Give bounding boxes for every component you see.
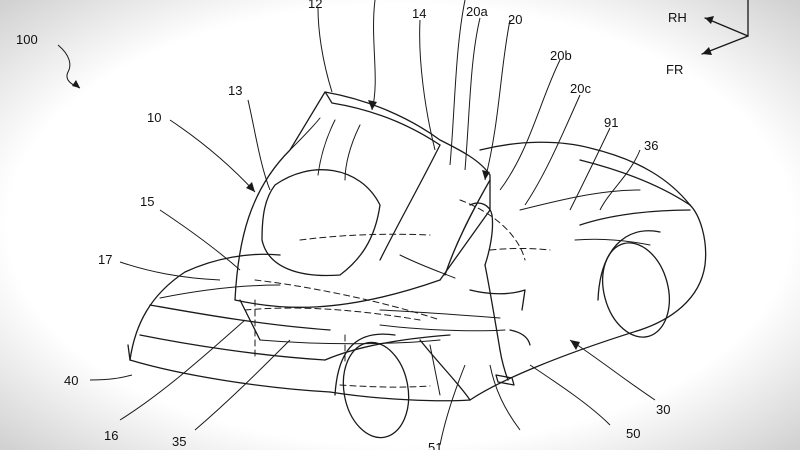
occupant-figure bbox=[379, 202, 531, 386]
canopy bbox=[234, 91, 491, 345]
ref-30: 30 bbox=[656, 402, 670, 417]
ref-20a: 20a bbox=[466, 4, 488, 19]
ref-20: 20 bbox=[508, 12, 522, 27]
rh-label: RH bbox=[668, 10, 687, 25]
ref-50: 50 bbox=[626, 426, 640, 441]
ref-91: 91 bbox=[604, 115, 618, 130]
direction-indicator: RH FR bbox=[666, 0, 749, 77]
ref-16: 16 bbox=[104, 428, 118, 443]
ref-13: 13 bbox=[228, 83, 242, 98]
fr-label: FR bbox=[666, 62, 683, 77]
ref-100: 100 bbox=[16, 32, 38, 47]
ref-15: 15 bbox=[140, 194, 154, 209]
ref-36: 36 bbox=[644, 138, 658, 153]
leader-lines bbox=[57, 0, 656, 446]
ref-40: 40 bbox=[64, 373, 78, 388]
ref-35: 35 bbox=[172, 434, 186, 449]
ref-12: 12 bbox=[308, 0, 322, 11]
ref-20c: 20c bbox=[570, 81, 591, 96]
ref-51: 51 bbox=[428, 440, 442, 450]
ref-20b: 20b bbox=[550, 48, 572, 63]
ref-17: 17 bbox=[98, 252, 112, 267]
ref-14: 14 bbox=[412, 6, 426, 21]
ref-10: 10 bbox=[147, 110, 161, 125]
vehicle-body bbox=[127, 141, 707, 439]
